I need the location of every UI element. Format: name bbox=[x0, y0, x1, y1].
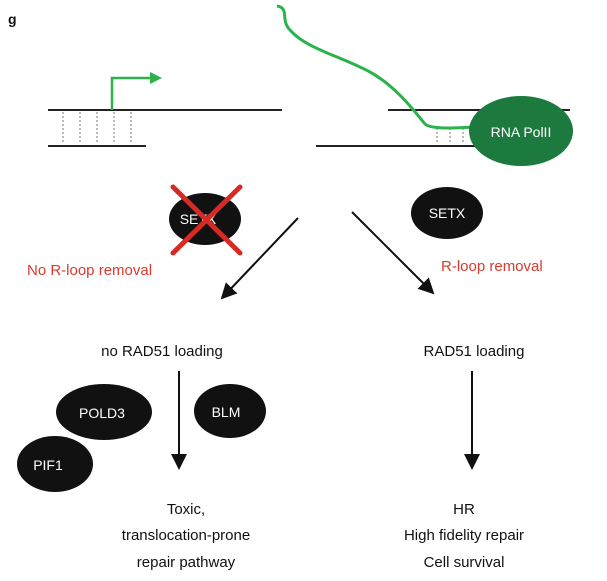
right-loading-text: RAD51 loading bbox=[424, 343, 525, 360]
left-outcome-line: Toxic, bbox=[167, 501, 205, 518]
left-loading-text: no RAD51 loading bbox=[101, 343, 223, 360]
right-removal-text: R-loop removal bbox=[441, 258, 543, 275]
right-setx-label: SETX bbox=[429, 205, 466, 221]
left-dna-duplex bbox=[48, 109, 282, 147]
right-diagonal-arrow bbox=[351, 211, 435, 295]
left-outcome: Toxic, translocation-prone repair pathwa… bbox=[122, 501, 250, 571]
nascent-rna-strand bbox=[276, 4, 491, 130]
left-diagonal-arrow bbox=[220, 217, 299, 300]
rna-polymerase-ii: RNA PolII bbox=[469, 96, 573, 166]
left-removal-text: No R-loop removal bbox=[27, 262, 152, 279]
left-outcome-line: repair pathway bbox=[137, 554, 236, 571]
pold3-factor: POLD3 bbox=[56, 384, 152, 440]
right-outcome-line: Cell survival bbox=[424, 554, 505, 571]
right-setx: SETX bbox=[411, 187, 483, 239]
pold3-label: POLD3 bbox=[79, 405, 125, 421]
promoter-arrow-icon bbox=[110, 72, 162, 110]
cross-icon bbox=[170, 184, 243, 256]
blm-factor: BLM bbox=[194, 384, 266, 438]
pif1-label: PIF1 bbox=[33, 457, 63, 473]
rna-polymerase-label: RNA PolII bbox=[491, 124, 552, 140]
panel-label: g bbox=[8, 11, 17, 27]
pif1-factor: PIF1 bbox=[17, 436, 93, 492]
left-outcome-line: translocation-prone bbox=[122, 527, 250, 544]
right-outcome-line: HR bbox=[453, 501, 475, 518]
right-outcome-line: High fidelity repair bbox=[404, 527, 524, 544]
blm-label: BLM bbox=[212, 404, 241, 420]
right-outcome: HR High fidelity repair Cell survival bbox=[404, 501, 524, 571]
